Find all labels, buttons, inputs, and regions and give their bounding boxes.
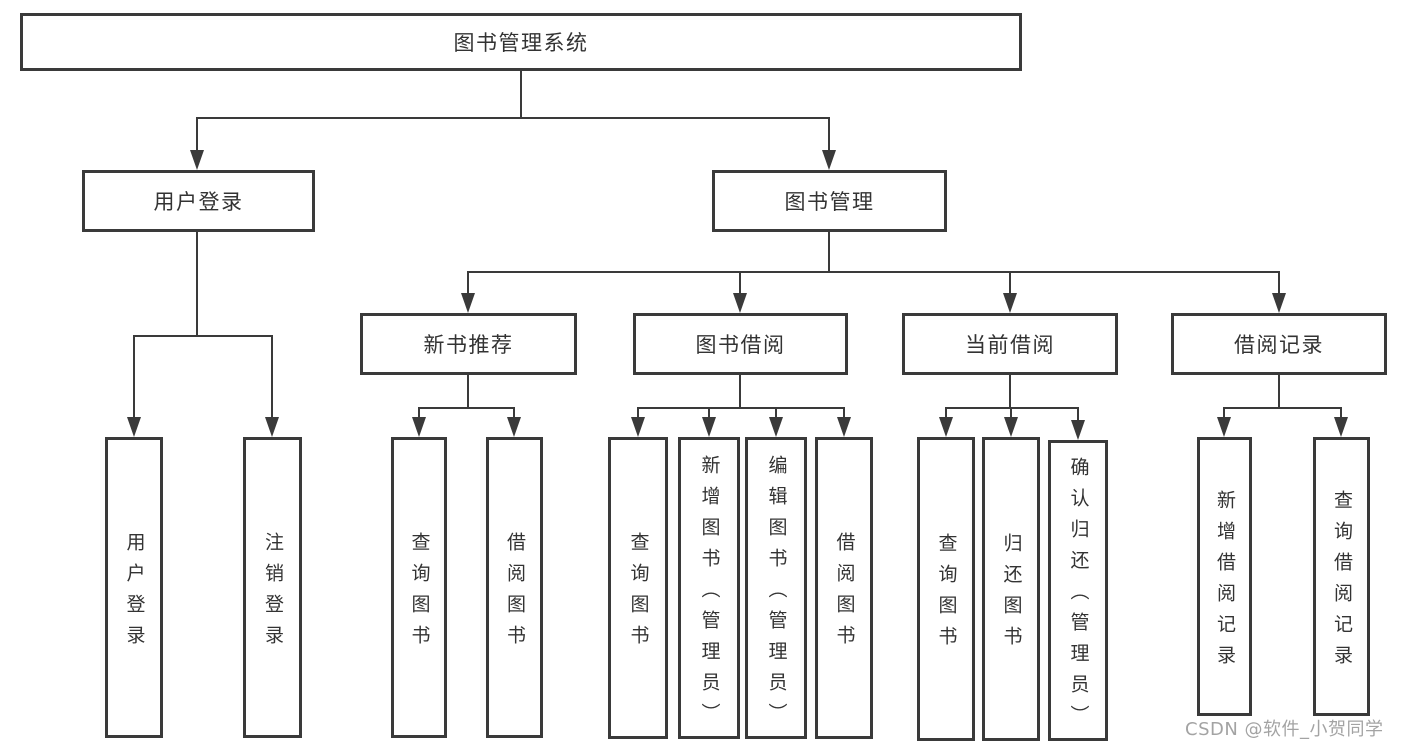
arrowhead-icon — [837, 417, 851, 437]
leaf-query-borrow-record-label: 查询借阅记录 — [1331, 489, 1353, 676]
connector-branch — [1009, 408, 1013, 421]
connector-branch — [1339, 408, 1343, 421]
arrowhead-icon — [822, 150, 836, 170]
connector-branch — [1222, 408, 1226, 421]
connector-branch — [417, 408, 421, 421]
node-book-borrow-label: 图书借阅 — [695, 333, 786, 357]
arrowhead-icon — [127, 417, 141, 437]
connector-branch — [512, 408, 516, 421]
leaf-edit-book-admin-label: 编辑图书（管理员） — [765, 454, 788, 734]
node-root: 图书管理系统 — [20, 13, 1022, 71]
leaf-borrow-books-2-label: 借阅图书 — [833, 532, 856, 656]
arrowhead-icon — [461, 293, 475, 313]
connector-hbar — [417, 406, 516, 410]
connector-stem — [738, 375, 742, 409]
arrowhead-icon — [733, 293, 747, 313]
arrowhead-icon — [265, 417, 279, 437]
leaf-logout: 注销登录 — [243, 437, 302, 738]
leaf-borrow-books-2: 借阅图书 — [815, 437, 873, 739]
leaf-user-login: 用户登录 — [105, 437, 163, 738]
node-borrow-records-label: 借阅记录 — [1234, 333, 1324, 357]
arrowhead-icon — [190, 150, 204, 170]
leaf-return-book: 归还图书 — [982, 437, 1040, 741]
leaf-return-book-label: 归还图书 — [1000, 533, 1023, 657]
connector-stem — [1008, 375, 1012, 409]
node-new-book-recommend: 新书推荐 — [360, 313, 577, 375]
leaf-add-book-admin-label: 新增图书（管理员） — [698, 454, 721, 734]
arrowhead-icon — [1003, 293, 1017, 313]
leaf-query-books-1: 查询图书 — [391, 437, 447, 738]
connector-stem — [1277, 375, 1281, 409]
node-current-borrow-label: 当前借阅 — [965, 333, 1055, 357]
watermark: CSDN @软件_小贺同学 — [1185, 719, 1384, 740]
node-root-label: 图书管理系统 — [453, 31, 589, 55]
arrowhead-icon — [1071, 420, 1085, 440]
leaf-borrow-books-1-label: 借阅图书 — [504, 531, 526, 656]
connector-hbar — [132, 334, 274, 338]
connector-branch — [1277, 272, 1281, 297]
node-book-management-label: 图书管理 — [784, 190, 875, 214]
connector-stem — [466, 375, 470, 409]
connector-branch — [466, 272, 470, 297]
arrowhead-icon — [507, 417, 521, 437]
arrowhead-icon — [702, 417, 716, 437]
leaf-add-borrow-record-label: 新增借阅记录 — [1214, 489, 1236, 676]
node-user-login-label: 用户登录 — [153, 190, 244, 214]
connector-branch — [842, 408, 846, 421]
leaf-logout-label: 注销登录 — [262, 531, 284, 656]
connector-stem — [195, 232, 199, 337]
node-new-book-recommend-label: 新书推荐 — [423, 333, 514, 357]
arrowhead-icon — [631, 417, 645, 437]
leaf-edit-book-admin: 编辑图书（管理员） — [745, 437, 807, 739]
connector-hbar — [636, 406, 846, 410]
node-user-login: 用户登录 — [82, 170, 315, 232]
leaf-confirm-return-admin-label: 确认归还（管理员） — [1067, 457, 1090, 736]
connector-hbar — [466, 270, 1281, 274]
node-book-management: 图书管理 — [712, 170, 947, 232]
connector-hbar — [1222, 406, 1343, 410]
leaf-query-books-2-label: 查询图书 — [627, 532, 650, 656]
arrowhead-icon — [1334, 417, 1348, 437]
leaf-borrow-books-1: 借阅图书 — [486, 437, 543, 738]
connector-branch — [944, 408, 948, 421]
leaf-query-books-1-label: 查询图书 — [408, 531, 431, 656]
leaf-add-borrow-record: 新增借阅记录 — [1197, 437, 1252, 716]
leaf-query-books-2: 查询图书 — [608, 437, 668, 739]
connector-branch — [707, 408, 711, 421]
connector-hbar — [195, 116, 831, 120]
arrowhead-icon — [1272, 293, 1286, 313]
connector-branch — [636, 408, 640, 421]
node-book-borrow: 图书借阅 — [633, 313, 848, 375]
leaf-user-login-label: 用户登录 — [123, 531, 146, 656]
connector-branch — [1076, 408, 1080, 424]
connector-branch — [270, 336, 274, 421]
connector-branch — [827, 118, 831, 154]
connector-stem — [519, 71, 523, 119]
leaf-query-books-3-label: 查询图书 — [935, 533, 958, 657]
arrowhead-icon — [939, 417, 953, 437]
arrowhead-icon — [412, 417, 426, 437]
node-current-borrow: 当前借阅 — [902, 313, 1118, 375]
connector-branch — [1008, 272, 1012, 297]
arrowhead-icon — [1217, 417, 1231, 437]
arrowhead-icon — [1004, 417, 1018, 437]
connector-branch — [132, 336, 136, 421]
connector-branch — [738, 272, 742, 297]
connector-branch — [774, 408, 778, 421]
arrowhead-icon — [769, 417, 783, 437]
node-borrow-records: 借阅记录 — [1171, 313, 1387, 375]
leaf-query-borrow-record: 查询借阅记录 — [1313, 437, 1370, 716]
leaf-add-book-admin: 新增图书（管理员） — [678, 437, 740, 739]
leaf-confirm-return-admin: 确认归还（管理员） — [1048, 440, 1108, 741]
connector-branch — [195, 118, 199, 154]
leaf-query-books-3: 查询图书 — [917, 437, 975, 741]
connector-stem — [827, 232, 831, 273]
